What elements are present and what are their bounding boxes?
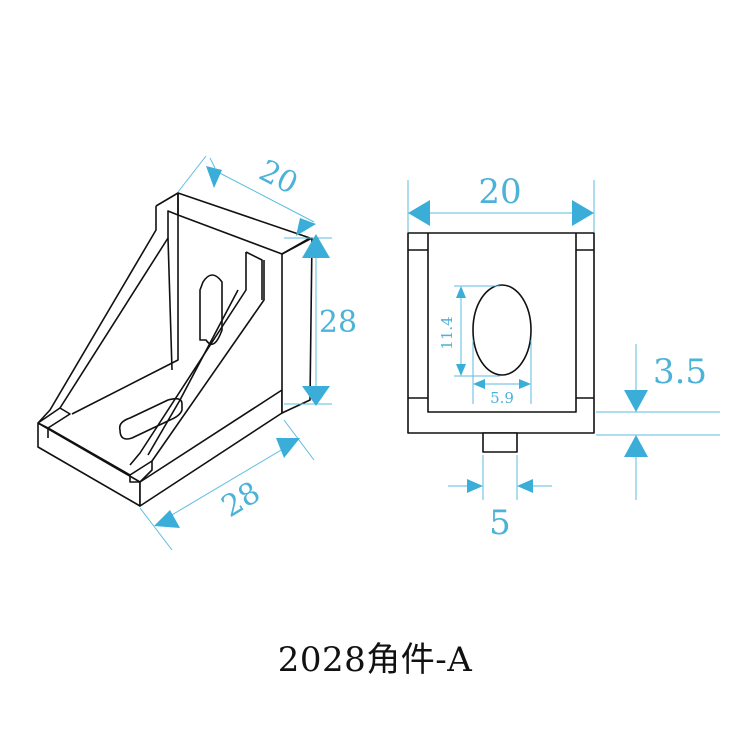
arrow-head xyxy=(473,379,485,389)
front-dim-slot-width: 5.9 xyxy=(472,340,532,407)
iso-dim-depth-label: 28 xyxy=(216,475,267,525)
front-dim-base-thickness: 3.5 xyxy=(596,344,720,500)
arrow-head xyxy=(154,510,180,528)
front-dim-tab-width: 5 xyxy=(448,455,552,543)
front-dim-base-thickness-label: 3.5 xyxy=(653,352,707,392)
front-inner-walls xyxy=(427,233,577,413)
arrow-head xyxy=(276,438,300,458)
iso-gusset-outer xyxy=(71,215,265,466)
front-dim-width: 20 xyxy=(407,172,595,232)
arrow-head xyxy=(296,218,316,236)
iso-base-top xyxy=(37,407,153,483)
iso-slot-vertical xyxy=(199,274,223,346)
arrow-head xyxy=(467,479,483,493)
iso-rear-wall xyxy=(37,192,179,424)
front-dim-width-label: 20 xyxy=(478,172,521,212)
iso-slot-base xyxy=(118,397,183,440)
arrow-head xyxy=(517,479,533,493)
front-bracket xyxy=(407,232,595,453)
arrow-head xyxy=(572,200,594,226)
iso-gusset-inner xyxy=(147,237,239,456)
iso-vertical-plate-top xyxy=(177,192,311,255)
front-slot xyxy=(472,284,532,376)
front-tab xyxy=(482,432,518,453)
front-dim-slot-length-label: 11.4 xyxy=(438,316,456,349)
arrow-head xyxy=(624,390,648,412)
arrow-head xyxy=(302,234,330,258)
front-dim-slot-width-label: 5.9 xyxy=(490,389,514,407)
arrow-head xyxy=(408,200,430,226)
arrow-head xyxy=(206,166,222,188)
arrow-head xyxy=(456,286,466,298)
front-dim-slot-length: 11.4 xyxy=(438,285,500,377)
front-dim-tab-width-label: 5 xyxy=(489,503,511,543)
iso-dim-height-label: 28 xyxy=(319,305,357,340)
arrow-head xyxy=(456,364,466,376)
iso-base-front-face xyxy=(37,422,141,507)
drawing-title: 2028角件-A xyxy=(277,640,473,680)
arrow-head xyxy=(302,386,330,406)
arrow-head xyxy=(624,435,648,457)
arrow-head xyxy=(519,379,531,389)
front-outline xyxy=(407,232,595,434)
iso-bracket xyxy=(37,192,313,507)
iso-dim-height: 28 xyxy=(284,234,357,406)
